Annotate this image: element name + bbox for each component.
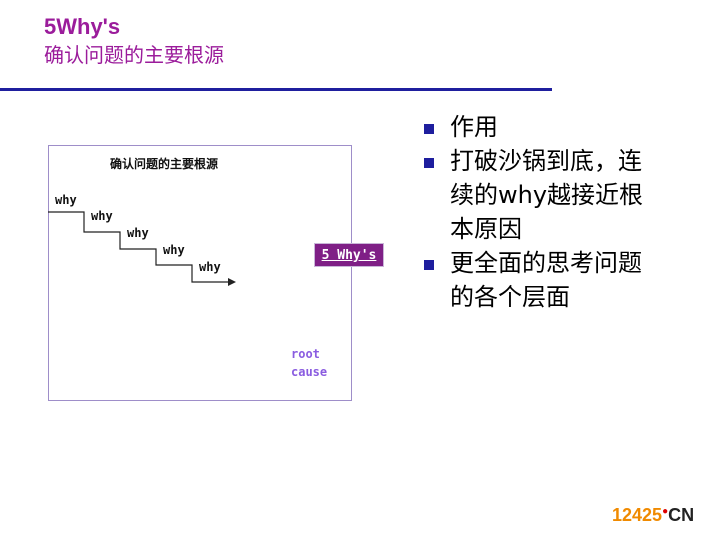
watermark-dot-icon: ● bbox=[662, 506, 669, 517]
staircase-arrowhead bbox=[228, 278, 236, 286]
root-cause-line-1: root bbox=[291, 347, 320, 361]
bullet-item: 更全面的思考问题 的各个层面 bbox=[424, 246, 694, 314]
bullet-line: 打破沙锅到底，连 bbox=[450, 147, 642, 175]
staircase-line bbox=[48, 211, 232, 283]
bullet-line: 续的why越接近根 bbox=[450, 181, 644, 209]
bullet-list: 作用 打破沙锅到底，连 续的why越接近根 本原因 更全面的思考问题 的各个层面 bbox=[424, 110, 694, 314]
root-cause-label: root cause bbox=[291, 345, 351, 381]
square-bullet-icon bbox=[424, 124, 434, 134]
slide-subtitle: 确认问题的主要根源 bbox=[44, 43, 224, 67]
square-bullet-icon bbox=[424, 158, 434, 168]
bullet-item: 打破沙锅到底，连 续的why越接近根 本原因 bbox=[424, 144, 694, 246]
header-divider bbox=[0, 88, 552, 91]
why-step-1: why bbox=[55, 193, 77, 207]
bullet-line: 的各个层面 bbox=[450, 283, 570, 311]
diagram-frame bbox=[48, 145, 352, 401]
bullet-line: 本原因 bbox=[450, 215, 522, 243]
watermark-suffix: CN bbox=[668, 505, 695, 525]
why-step-4: why bbox=[163, 243, 185, 257]
why-step-3: why bbox=[127, 226, 149, 240]
why-step-5: why bbox=[199, 260, 221, 274]
diagram-title: 确认问题的主要根源 bbox=[110, 157, 219, 171]
root-cause-line-2: cause bbox=[291, 365, 328, 379]
five-whys-badge[interactable]: 5 Why's bbox=[314, 243, 384, 267]
watermark-number: 12425 bbox=[612, 505, 663, 525]
square-bullet-icon bbox=[424, 260, 434, 270]
why-step-2: why bbox=[91, 209, 113, 223]
site-watermark: 12425●CN bbox=[612, 505, 694, 526]
bullet-line: 作用 bbox=[450, 113, 498, 141]
slide-title: 5Why's bbox=[44, 14, 121, 39]
bullet-item: 作用 bbox=[424, 110, 694, 144]
bullet-line: 更全面的思考问题 bbox=[450, 249, 642, 277]
